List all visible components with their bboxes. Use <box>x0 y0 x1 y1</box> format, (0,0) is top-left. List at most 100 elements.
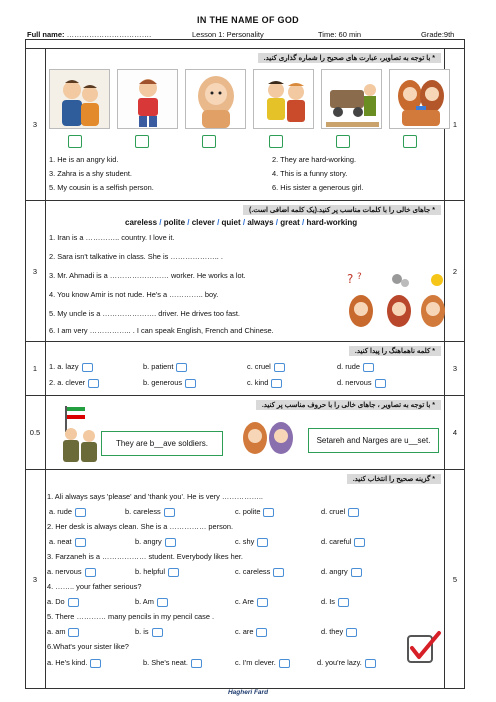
checkbox-icon[interactable] <box>350 567 362 577</box>
checkbox-icon[interactable] <box>257 537 269 547</box>
shy-boy-illustration <box>138 79 158 127</box>
checkbox-icon[interactable] <box>168 567 179 577</box>
mc-option[interactable]: c. shy <box>235 537 269 547</box>
fill-sentence-1: 1. Iran is a ………….. country. I love it. <box>49 233 175 242</box>
mc-option[interactable]: d. careful <box>321 537 366 547</box>
checkbox-icon[interactable] <box>273 567 285 577</box>
mc-option[interactable]: b. careless <box>125 507 175 517</box>
odd-option[interactable]: 2. a. clever <box>49 378 100 388</box>
checkbox-icon[interactable] <box>90 658 102 668</box>
checkbox-icon[interactable] <box>364 658 376 668</box>
generous-sisters-illustration <box>398 80 444 126</box>
word-bank-item: clever <box>191 218 215 227</box>
mc-option[interactable]: b. She's neat. <box>143 658 202 668</box>
time-label: Time: 60 min <box>318 30 362 39</box>
answer-box-2[interactable] <box>135 135 149 148</box>
lesson-label: Lesson 1: Personality <box>192 30 264 39</box>
checkbox-icon[interactable] <box>190 658 202 668</box>
fill-letter-box-1[interactable]: They are b__ave soldiers. <box>101 431 223 456</box>
odd-option[interactable]: c. cruel <box>247 362 285 372</box>
mc-option[interactable]: c. Are <box>235 597 268 607</box>
checkbox-icon[interactable] <box>348 507 360 517</box>
checkbox-icon[interactable] <box>354 537 366 547</box>
checkbox-icon[interactable] <box>88 378 100 388</box>
hard-working-illustration <box>326 84 379 127</box>
full-name-field[interactable]: Full name: ……………………………. <box>27 30 151 39</box>
checkbox-icon[interactable] <box>337 597 349 607</box>
mc-option[interactable]: d. Is <box>321 597 349 607</box>
checkbox-icon[interactable] <box>346 627 358 637</box>
checkbox-icon[interactable] <box>164 537 176 547</box>
word-separator: / <box>185 218 192 227</box>
selfish-kids-illustration <box>267 81 305 122</box>
checkbox-icon[interactable] <box>273 362 285 372</box>
odd-option[interactable]: c. kind <box>247 378 283 388</box>
instruction-banner: * جاهای خالی را با کلمات مناسب پر کنید.(… <box>242 205 441 215</box>
mc-option[interactable]: c. I'm clever. <box>235 658 290 668</box>
checkbox-icon[interactable] <box>68 627 80 637</box>
grade-label: Grade:9th <box>421 30 455 39</box>
mc-option[interactable]: b. angry <box>135 537 176 547</box>
section-5: 3 5 * گزینه صحیح را انتخاب کنید. 1. Ali … <box>25 469 465 689</box>
odd-option[interactable]: b. generous <box>143 378 197 388</box>
checkbox-icon[interactable] <box>81 362 93 372</box>
checkbox-icon[interactable] <box>363 362 375 372</box>
instruction-banner: * با توجه به تصاویر، عبارت های صحیح را ش… <box>257 53 441 63</box>
mc-option[interactable]: a. nervous <box>47 567 96 577</box>
mc-option[interactable]: b. helpful <box>135 567 179 577</box>
mc-option[interactable]: a. He's kind. <box>47 658 102 668</box>
mc-question-6: 6.What's your sister like? <box>47 642 129 651</box>
checkbox-icon[interactable] <box>151 627 163 637</box>
selfish-kids-picture <box>253 69 314 129</box>
mc-option[interactable]: c. careless <box>235 567 285 577</box>
checkbox-icon[interactable] <box>163 507 175 517</box>
mc-option[interactable]: b. Am <box>135 597 168 607</box>
checkbox-icon[interactable] <box>185 378 197 388</box>
mc-option[interactable]: d. cruel <box>321 507 360 517</box>
odd-option[interactable]: b. patient <box>143 362 188 372</box>
score-cell: 0.5 <box>25 396 46 469</box>
question-number: 5 <box>444 470 465 689</box>
answer-box-1[interactable] <box>68 135 82 148</box>
footer-signature: Hagheri Fard <box>227 689 269 696</box>
mc-option[interactable]: a. neat <box>49 537 86 547</box>
mc-option[interactable]: c. polite <box>235 507 275 517</box>
checkbox-icon[interactable] <box>256 597 268 607</box>
checkbox-icon[interactable] <box>278 658 290 668</box>
checkbox-icon[interactable] <box>176 362 188 372</box>
answer-box-3[interactable] <box>202 135 216 148</box>
statement-1: 1. He is an angry kid. <box>49 155 119 164</box>
word-separator: / <box>299 218 307 227</box>
checkbox-icon[interactable] <box>156 597 168 607</box>
full-name-label: Full name: <box>27 30 65 39</box>
mc-option[interactable]: d. you're lazy. <box>317 658 376 668</box>
mc-option[interactable]: c. are <box>235 627 268 637</box>
checkbox-icon[interactable] <box>74 537 86 547</box>
mc-option[interactable]: d. angry <box>321 567 362 577</box>
question-number: 3 <box>444 342 465 395</box>
mc-option[interactable]: a. Do <box>47 597 79 607</box>
answer-box-4[interactable] <box>269 135 283 148</box>
odd-option[interactable]: d. rude <box>337 362 375 372</box>
mc-option[interactable]: d. they <box>321 627 358 637</box>
section-2: 3 2 * جاهای خالی را با کلمات مناسب پر کن… <box>25 200 465 341</box>
mc-option[interactable]: a. am <box>47 627 80 637</box>
answer-box-6[interactable] <box>403 135 417 148</box>
checkbox-icon[interactable] <box>271 378 283 388</box>
girl-hijab-illustration <box>198 76 234 128</box>
checkbox-icon[interactable] <box>256 627 268 637</box>
checkbox-icon[interactable] <box>84 567 96 577</box>
mc-option[interactable]: b. is <box>135 627 163 637</box>
checkbox-icon[interactable] <box>75 507 87 517</box>
svg-text:?: ? <box>347 272 353 286</box>
checkbox-icon[interactable] <box>374 378 386 388</box>
word-bank-item: great <box>280 218 300 227</box>
checkbox-icon[interactable] <box>67 597 79 607</box>
odd-option[interactable]: d. nervous <box>337 378 386 388</box>
mc-option[interactable]: a. rude <box>49 507 87 517</box>
fill-letter-box-2[interactable]: Setareh and Narges are u__set. <box>308 428 439 453</box>
checkbox-icon[interactable] <box>263 507 275 517</box>
mc-question-5: 5. There ………… many pencils in my pencil … <box>47 612 215 621</box>
answer-box-5[interactable] <box>336 135 350 148</box>
odd-option[interactable]: 1. a. lazy <box>49 362 93 372</box>
